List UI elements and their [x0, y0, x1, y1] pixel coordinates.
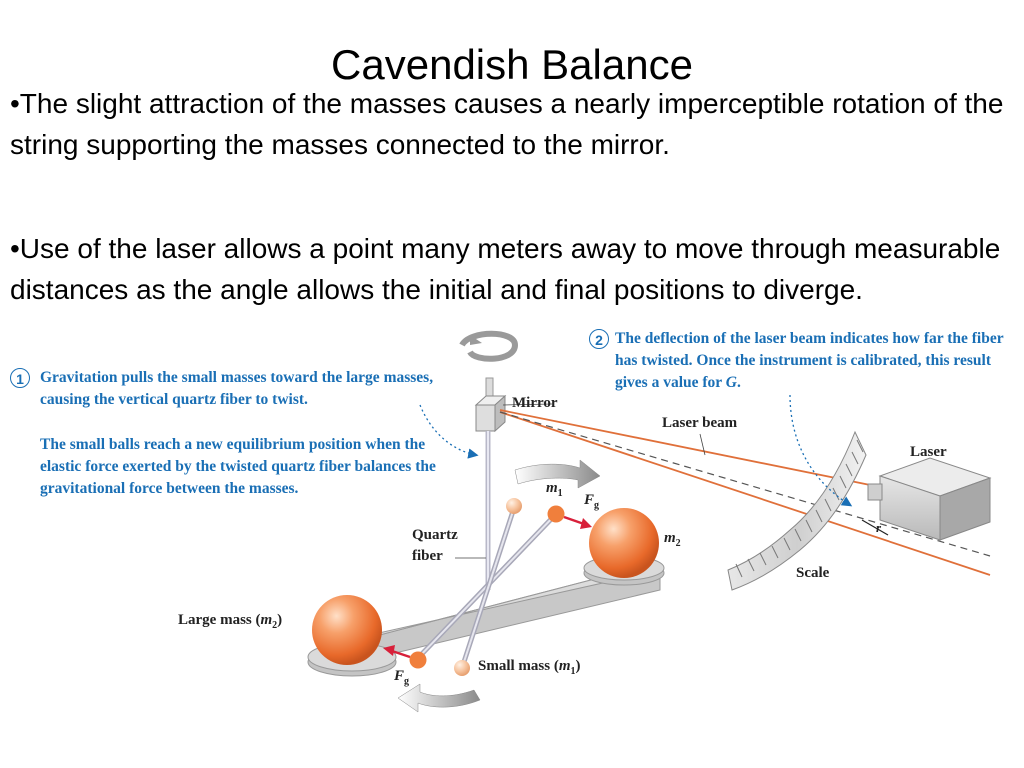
- step-2-text-main: The deflection of the laser beam indicat…: [615, 330, 1004, 391]
- m2-subscript: 2: [675, 538, 681, 549]
- reflected-laser-beam: [499, 411, 991, 576]
- small-mass-label: Small mass (m1): [478, 658, 581, 677]
- small-mass-symbol: m: [558, 658, 571, 674]
- mirror-block: [474, 394, 507, 433]
- fg-top-subscript: g: [594, 500, 600, 511]
- step-2-number: 2: [589, 329, 609, 349]
- r-label: r: [876, 520, 882, 535]
- laser-label: Laser: [910, 444, 947, 460]
- small-mass-bottom: [409, 651, 427, 669]
- step-2-text: The deflection of the laser beam indicat…: [615, 328, 1020, 394]
- m2-label: m2: [664, 530, 681, 549]
- large-mass-left: [312, 595, 382, 665]
- fg-top-symbol: F: [584, 492, 595, 508]
- rotation-direction-arrow-top-icon: [514, 459, 601, 489]
- fg-bottom-subscript: g: [404, 676, 410, 687]
- callout-arrow-1: [419, 404, 479, 459]
- large-mass-label-text: Large mass (: [178, 612, 261, 628]
- scale-label: Scale: [796, 565, 830, 581]
- step-2-text-end: .: [737, 374, 741, 391]
- small-mass-paren: ): [575, 658, 581, 674]
- large-mass-right: [589, 508, 659, 578]
- callout-arrow-2: [789, 394, 853, 507]
- laser-beam-label: Laser beam: [662, 415, 738, 431]
- incident-laser-beam: [499, 409, 881, 488]
- large-mass-subscript: 2: [272, 620, 278, 631]
- scale: [727, 430, 867, 591]
- small-mass-top: [547, 505, 565, 523]
- step-1-text-b: The small balls reach a new equilibrium …: [40, 436, 436, 497]
- bullet-1: •The slight attraction of the masses cau…: [10, 88, 1004, 160]
- fg-top-label: Fg: [584, 492, 599, 511]
- mirror-label: Mirror: [512, 395, 558, 411]
- step-2-variable-g: G: [725, 374, 737, 391]
- small-mass-initial-bottom: [454, 660, 470, 676]
- force-arrow-top-icon: [563, 515, 592, 529]
- large-mass-paren: ): [277, 612, 283, 628]
- fiber-label: fiber: [412, 548, 443, 564]
- laser-device: [867, 457, 992, 541]
- small-mass-label-text: Small mass (: [478, 658, 559, 674]
- slide-title: Cavendish Balance: [331, 41, 693, 88]
- large-mass-symbol: m: [260, 612, 273, 628]
- quartz-label: Quartz: [412, 527, 458, 543]
- fg-bottom-symbol: F: [394, 668, 405, 684]
- small-mass-subscript: 1: [570, 666, 576, 677]
- large-mass-label: Large mass (m2): [178, 612, 282, 631]
- m1-subscript: 1: [557, 488, 563, 499]
- fg-bottom-label: Fg: [394, 668, 409, 687]
- initial-position-line: [499, 411, 991, 557]
- deflection-marker: [861, 519, 889, 536]
- m1-symbol: m: [546, 480, 558, 496]
- mirror-leader: [502, 403, 553, 406]
- force-arrow-bottom-icon: [383, 645, 411, 659]
- small-mass-initial-top: [506, 498, 522, 514]
- step-1-text-a: Gravitation pulls the small masses towar…: [40, 369, 434, 408]
- bullet-2: •Use of the laser allows a point many me…: [10, 233, 1001, 305]
- m2-symbol: m: [664, 530, 676, 546]
- m1-label: m1: [546, 480, 563, 499]
- step-1-number: 1: [10, 368, 30, 388]
- torsion-rod: [416, 507, 558, 669]
- rotation-direction-arrow-bottom-icon: [397, 683, 481, 713]
- laser-beam-leader: [699, 433, 706, 456]
- rotation-arrow-icon: [459, 330, 519, 362]
